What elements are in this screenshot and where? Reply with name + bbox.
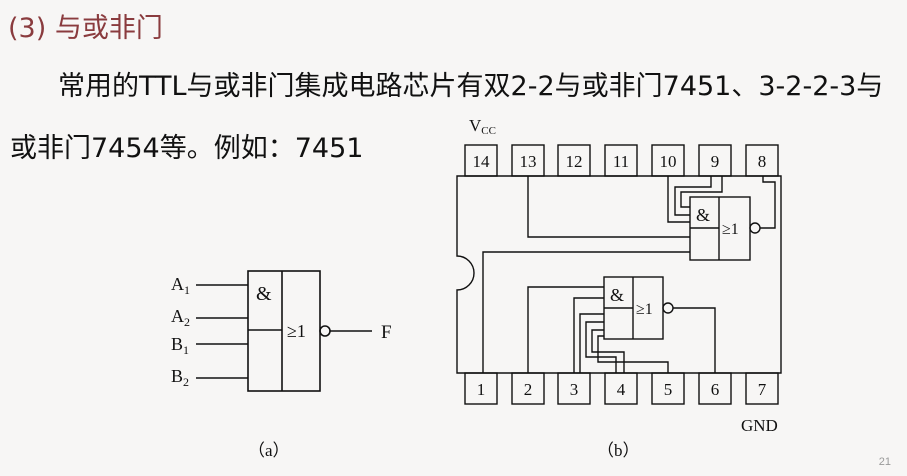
pin-label-1: 1 (477, 380, 486, 399)
input-label-a1: A1 (171, 274, 190, 297)
caption-a: （a） (248, 441, 290, 460)
pin-9-box (698, 144, 732, 177)
output-label-f: F (381, 322, 392, 343)
wire-pin3b-to-gate (579, 313, 604, 373)
or-symbol-upper: ≥1 (722, 221, 739, 238)
output-bubble (319, 325, 331, 337)
wire-pin2-to-gate (527, 286, 604, 373)
pin-7-box (745, 372, 779, 405)
and-symbol-a: & (256, 283, 272, 305)
and-symbol-lower: & (610, 285, 624, 305)
figure-b-labels: VCC 14 13 12 11 10 9 8 1 2 3 4 5 6 7 & ≥… (469, 116, 778, 460)
input-label-b2: B2 (171, 366, 189, 389)
wire-pin5-to-gate (597, 335, 669, 373)
top-pins (464, 144, 779, 177)
pin-14-box (464, 144, 498, 177)
lower-gate-bubble (662, 302, 674, 314)
pin-11-box (604, 144, 638, 177)
pin-label-8: 8 (758, 152, 767, 171)
pin-label-7: 7 (758, 380, 767, 399)
gnd-label: GND (741, 416, 778, 435)
wire-pin3-to-gate (573, 297, 604, 373)
figure-a-labels: A1 A2 B1 B2 & ≥1 F （a） (171, 274, 392, 460)
upper-gate-bubble (749, 222, 761, 234)
paragraph-text: 常用的TTL与或非门集成电路芯片有双2-2与或非门7451、3-2-2-3与或非… (10, 71, 884, 164)
wire-pin13-to-gate (527, 176, 690, 238)
wire-bubble-to-pin6 (673, 307, 716, 373)
pin-12-box (557, 144, 591, 177)
pin-label-11: 11 (613, 152, 629, 171)
upper-gate (689, 196, 761, 261)
figure-b (456, 144, 782, 405)
pin-label-2: 2 (524, 380, 533, 399)
pin-label-12: 12 (566, 152, 583, 171)
wire-pin10-to-gate (667, 176, 690, 223)
vcc-label: VCC (469, 116, 496, 137)
input-label-a2: A2 (171, 306, 190, 329)
pin-label-14: 14 (473, 152, 491, 171)
page-number: 21 (878, 456, 891, 468)
pin-label-5: 5 (664, 380, 673, 399)
wire-pin4b-to-gate (591, 329, 625, 373)
pin-label-4: 4 (617, 380, 626, 399)
wire-pin9b-to-gate (680, 176, 723, 208)
pin-label-10: 10 (660, 152, 677, 171)
input-label-b1: B1 (171, 334, 189, 357)
pin-4-box (604, 372, 638, 405)
or-symbol-lower: ≥1 (636, 301, 653, 318)
pin-label-9: 9 (711, 152, 720, 171)
pin-1-box (464, 372, 498, 405)
wire-bubble-to-pin8 (760, 176, 776, 229)
pin-8-box (745, 144, 779, 177)
or-symbol-a: ≥1 (287, 321, 306, 341)
caption-b: （b） (597, 441, 640, 460)
slide-paragraph: 常用的TTL与或非门集成电路芯片有双2-2与或非门7451、3-2-2-3与或非… (10, 56, 905, 180)
pin-label-6: 6 (711, 380, 720, 399)
pin-label-13: 13 (520, 152, 537, 171)
chip-body (456, 175, 782, 374)
and-symbol-upper: & (696, 205, 710, 225)
lower-gate (603, 276, 674, 340)
figure-a (196, 270, 372, 392)
pin-label-3: 3 (570, 380, 579, 399)
wire-pin9a-to-gate (674, 176, 712, 216)
slide-title: (3) 与或非门 (8, 13, 163, 44)
wire-pin1-to-gate (482, 251, 690, 373)
